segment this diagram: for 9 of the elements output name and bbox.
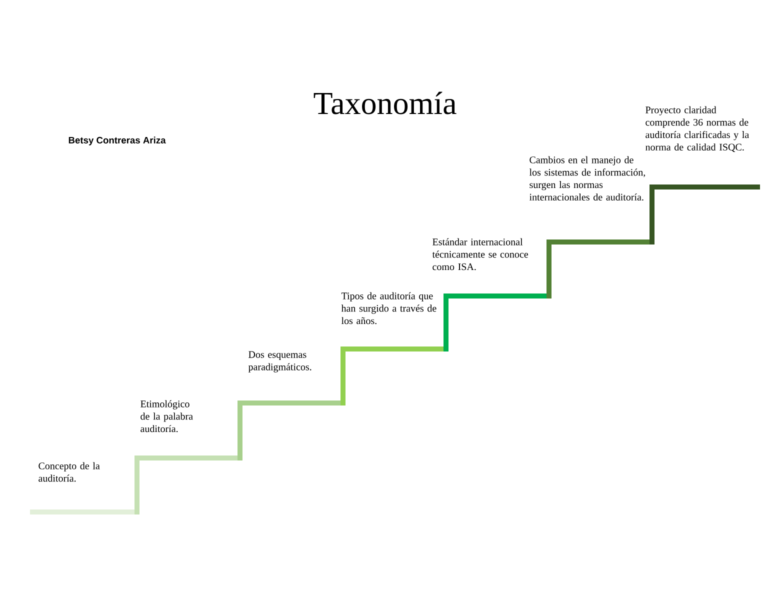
author-name: Betsy Contreras Ariza	[68, 136, 166, 146]
step-text: Tipos de auditoría que han surgido a través de los años.	[341, 292, 436, 324]
title: Taxonomía	[314, 92, 456, 114]
step-text: Concepto de la auditoría.	[38, 462, 100, 482]
step-text: Proyecto claridad comprende 36 normas de auditoría clarificadas y la norma de calidad ISQC.	[646, 106, 749, 152]
step-text: Estándar internacional técnicamente se conoce como ISA.	[432, 238, 528, 270]
step-text: Etimológico de la palabra auditoría.	[140, 400, 193, 432]
step-text: Cambios en el manejo de los sistemas de información, surgen las normas internacionales de auditoría.	[529, 156, 645, 201]
step-text: Dos esquemas paradigmáticos.	[248, 351, 312, 372]
